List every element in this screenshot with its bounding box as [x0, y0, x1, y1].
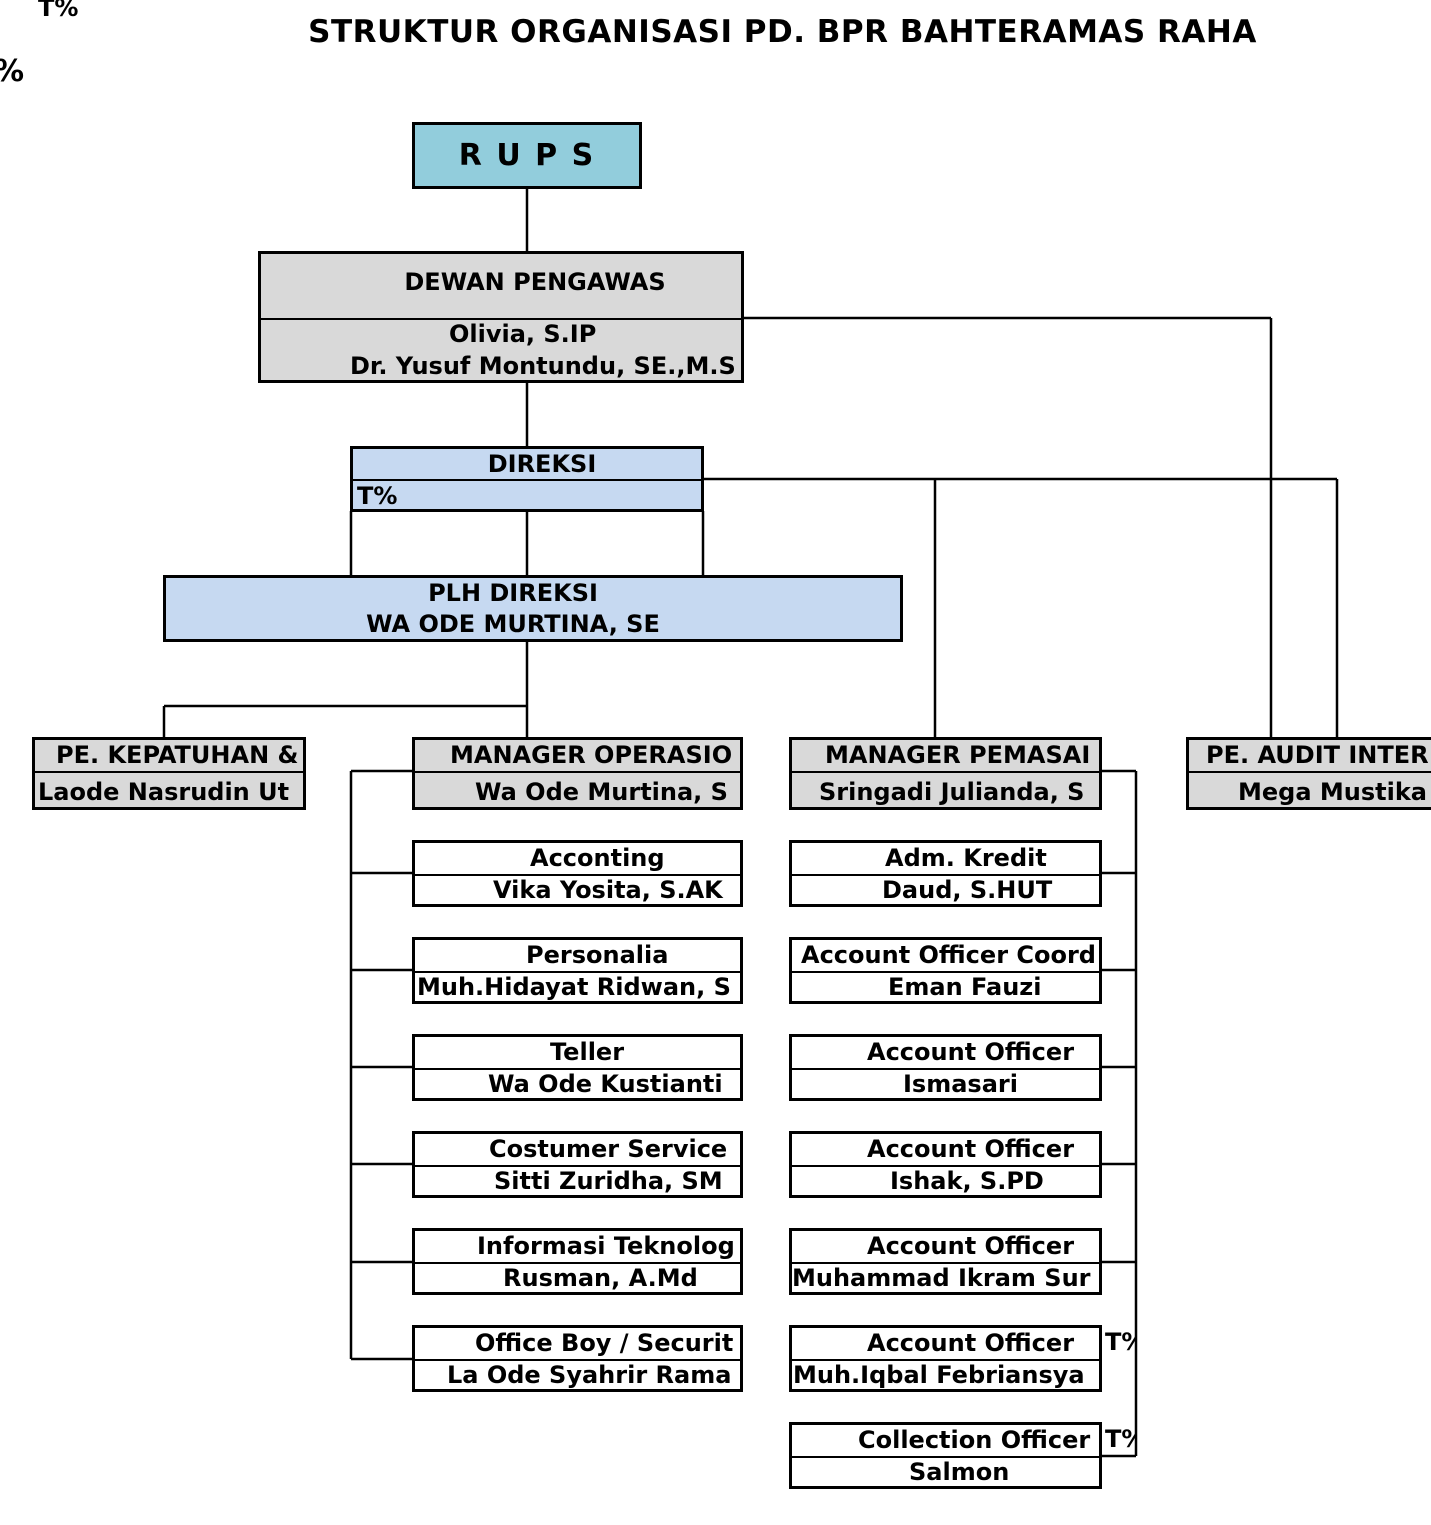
- unit-box-account-officer: Account Officer Ismasari: [789, 1034, 1102, 1101]
- unit-title: Acconting: [530, 844, 665, 872]
- side-mark-clip: T%: [1105, 1425, 1135, 1455]
- rups-label: R U P S: [458, 138, 596, 173]
- unit-name: Ishak, S.PD: [792, 1165, 1099, 1195]
- unit-title: Account Officer Coord: [801, 941, 1096, 969]
- unit-title: Personalia: [526, 941, 669, 969]
- unit-title: Account Officer: [867, 1329, 1075, 1357]
- dewan-pengawas-box: DEWAN PENGAWAS Olivia, S.IP Dr. Yusuf Mo…: [258, 251, 744, 383]
- pemasaran-name: Sringadi Julianda, S: [792, 771, 1099, 807]
- direksi-value: T%: [353, 479, 701, 509]
- unit-box-account-officer: Account Officer Muh.Iqbal Febriansya: [789, 1325, 1102, 1392]
- plh-name: WA ODE MURTINA, SE: [366, 610, 660, 638]
- side-mark-clip: T%: [1105, 1328, 1135, 1358]
- pemasaran-title: MANAGER PEMASAI: [825, 741, 1091, 769]
- stray-mark: T%: [1105, 1425, 1135, 1453]
- unit-box-personalia: Personalia Muh.Hidayat Ridwan, S: [412, 937, 743, 1004]
- kepatuhan-name: Laode Nasrudin Ut: [35, 771, 303, 807]
- rups-box: R U P S: [412, 122, 642, 189]
- unit-name: Daud, S.HUT: [792, 874, 1099, 904]
- unit-box-account-officer: Account Officer Ishak, S.PD: [789, 1131, 1102, 1198]
- unit-title: Collection Officer: [858, 1426, 1091, 1454]
- unit-name: Muh.Hidayat Ridwan, S: [415, 971, 740, 1001]
- unit-title: Account Officer: [867, 1232, 1075, 1260]
- manager-pemasaran-box: MANAGER PEMASAI Sringadi Julianda, S: [789, 737, 1102, 810]
- unit-box-adm-kredit: Adm. Kredit Daud, S.HUT: [789, 840, 1102, 907]
- unit-name: Salmon: [792, 1456, 1099, 1486]
- audit-name: Mega Mustika: [1189, 771, 1431, 807]
- direksi-title: DIREKSI: [487, 450, 597, 478]
- unit-title: Costumer Service: [489, 1135, 728, 1163]
- unit-box-ao-coordinator: Account Officer Coord Eman Fauzi: [789, 937, 1102, 1004]
- unit-title: Teller: [550, 1038, 625, 1066]
- unit-title: Office Boy / Securit: [475, 1329, 734, 1357]
- audit-intern-box: PE. AUDIT INTER Mega Mustika: [1186, 737, 1431, 810]
- unit-title: Informasi Teknolog: [477, 1232, 735, 1260]
- dewan-title: DEWAN PENGAWAS: [404, 268, 666, 296]
- unit-title: Account Officer: [867, 1038, 1075, 1066]
- unit-box-office-boy: Office Boy / Securit La Ode Syahrir Rama: [412, 1325, 743, 1392]
- kepatuhan-title: PE. KEPATUHAN &: [56, 741, 299, 769]
- unit-name: Muhammad Ikram Sur: [792, 1262, 1099, 1292]
- unit-name: Wa Ode Kustianti: [415, 1068, 740, 1098]
- operasional-name: Wa Ode Murtina, S: [415, 771, 740, 807]
- unit-box-costumer-service: Costumer Service Sitti Zuridha, SM: [412, 1131, 743, 1198]
- unit-box-acconting: Acconting Vika Yosita, S.AK: [412, 840, 743, 907]
- unit-name: Sitti Zuridha, SM: [415, 1165, 740, 1195]
- unit-box-informasi-teknologi: Informasi Teknolog Rusman, A.Md: [412, 1228, 743, 1295]
- unit-box-account-officer: Account Officer Muhammad Ikram Sur: [789, 1228, 1102, 1295]
- unit-name: Eman Fauzi: [792, 971, 1099, 1001]
- manager-operasional-box: MANAGER OPERASIO Wa Ode Murtina, S: [412, 737, 743, 810]
- unit-name: Muh.Iqbal Febriansya: [792, 1359, 1099, 1389]
- unit-title: Account Officer: [867, 1135, 1075, 1163]
- direksi-box: DIREKSI T%: [350, 446, 704, 512]
- unit-title: Adm. Kredit: [885, 844, 1047, 872]
- plh-direksi-box: PLH DIREKSI WA ODE MURTINA, SE: [163, 575, 903, 642]
- stray-mark: T%: [38, 0, 79, 22]
- unit-name: Rusman, A.Md: [415, 1262, 740, 1292]
- chart-title: STRUKTUR ORGANISASI PD. BPR BAHTERAMAS R…: [308, 14, 1257, 50]
- unit-name: Ismasari: [792, 1068, 1099, 1098]
- stray-mark: %: [0, 54, 24, 89]
- unit-box-collection-officer: Collection Officer Salmon: [789, 1422, 1102, 1489]
- dewan-member-1: Olivia, S.IP: [449, 320, 597, 348]
- dewan-members: Olivia, S.IP Dr. Yusuf Montundu, SE.,M.S: [261, 318, 741, 380]
- unit-name: Vika Yosita, S.AK: [415, 874, 740, 904]
- audit-title: PE. AUDIT INTER: [1206, 741, 1429, 769]
- plh-title: PLH DIREKSI: [428, 579, 598, 607]
- dewan-member-2: Dr. Yusuf Montundu, SE.,M.S: [350, 352, 736, 380]
- kepatuhan-box: PE. KEPATUHAN & Laode Nasrudin Ut: [32, 737, 306, 810]
- unit-name: La Ode Syahrir Rama: [415, 1359, 740, 1389]
- stray-mark: T%: [1105, 1328, 1135, 1356]
- unit-box-teller: Teller Wa Ode Kustianti: [412, 1034, 743, 1101]
- operasional-title: MANAGER OPERASIO: [450, 741, 733, 769]
